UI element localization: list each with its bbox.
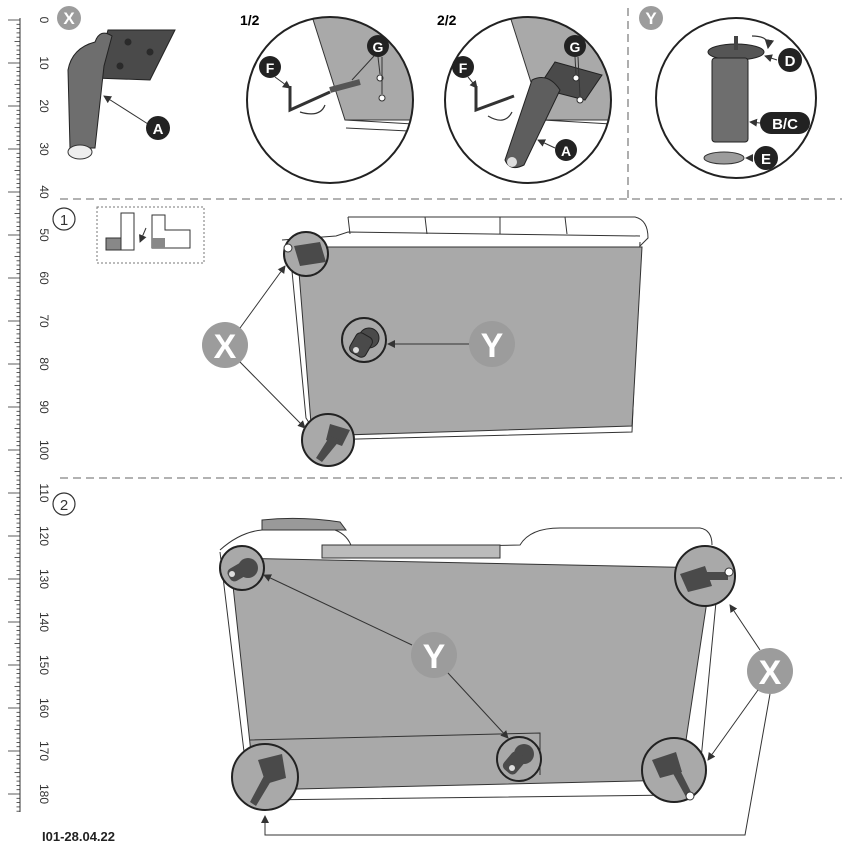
ruler-label: 170 xyxy=(37,741,51,761)
svg-text:A: A xyxy=(561,143,571,159)
svg-text:G: G xyxy=(570,39,581,55)
ruler-label: 100 xyxy=(37,440,51,460)
svg-text:X: X xyxy=(214,328,237,366)
ruler-label: 180 xyxy=(37,784,51,804)
leg-x-detail: X A xyxy=(57,6,176,160)
callout-x-circle xyxy=(57,6,81,30)
leg-body xyxy=(67,32,113,149)
svg-text:F: F xyxy=(266,60,275,76)
svg-text:E: E xyxy=(761,151,771,168)
leg-foot xyxy=(67,144,93,160)
ruler-label: 150 xyxy=(37,655,51,675)
svg-text:D: D xyxy=(785,53,796,70)
ruler-label: 140 xyxy=(37,612,51,632)
step-2-label: 2/2 xyxy=(437,12,457,28)
svg-text:Y: Y xyxy=(423,638,446,676)
callout-a-circle xyxy=(146,116,170,140)
svg-text:1: 1 xyxy=(60,212,68,229)
svg-text:2: 2 xyxy=(60,497,68,514)
section-dividers xyxy=(60,8,842,479)
document-code: I01-28.04.22 xyxy=(42,829,116,844)
svg-text:B/C: B/C xyxy=(772,116,798,133)
ruler-label: 10 xyxy=(37,56,51,70)
ruler-label: 50 xyxy=(37,228,51,242)
ruler-label: 0 xyxy=(37,17,51,24)
ruler-label: 110 xyxy=(37,483,51,502)
ruler-label: 70 xyxy=(37,314,51,328)
ruler-label: 20 xyxy=(37,99,51,113)
svg-text:X: X xyxy=(759,654,782,692)
ruler-label: 130 xyxy=(37,569,51,589)
ruler-label: 160 xyxy=(37,698,51,718)
step-1-label: 1/2 xyxy=(240,12,260,28)
svg-text:Y: Y xyxy=(645,9,657,28)
ruler-label: 80 xyxy=(37,357,51,371)
ruler-label: 90 xyxy=(37,400,51,414)
measurement-ruler: 0 10 20 30 40 50 60 70 80 90 100 110 120 130 140 150 160… xyxy=(8,17,51,812)
ruler-label: 60 xyxy=(37,271,51,285)
ruler-label: 40 xyxy=(37,185,51,199)
svg-text:G: G xyxy=(373,39,384,55)
step-1-detail: 1/2 F G xyxy=(240,12,414,184)
callout-x-label: X xyxy=(63,9,75,28)
section-2: 2 Y X xyxy=(52,492,793,836)
svg-text:A: A xyxy=(153,121,164,138)
svg-text:F: F xyxy=(459,60,468,76)
step-2-detail: 2/2 F G A xyxy=(437,12,612,184)
svg-text:Y: Y xyxy=(481,327,504,365)
ruler-label: 30 xyxy=(37,142,51,156)
section-1: 1 X Y xyxy=(52,206,649,467)
leg-y-detail: Y D B/C E xyxy=(639,6,817,179)
ruler-label: 120 xyxy=(37,526,51,546)
